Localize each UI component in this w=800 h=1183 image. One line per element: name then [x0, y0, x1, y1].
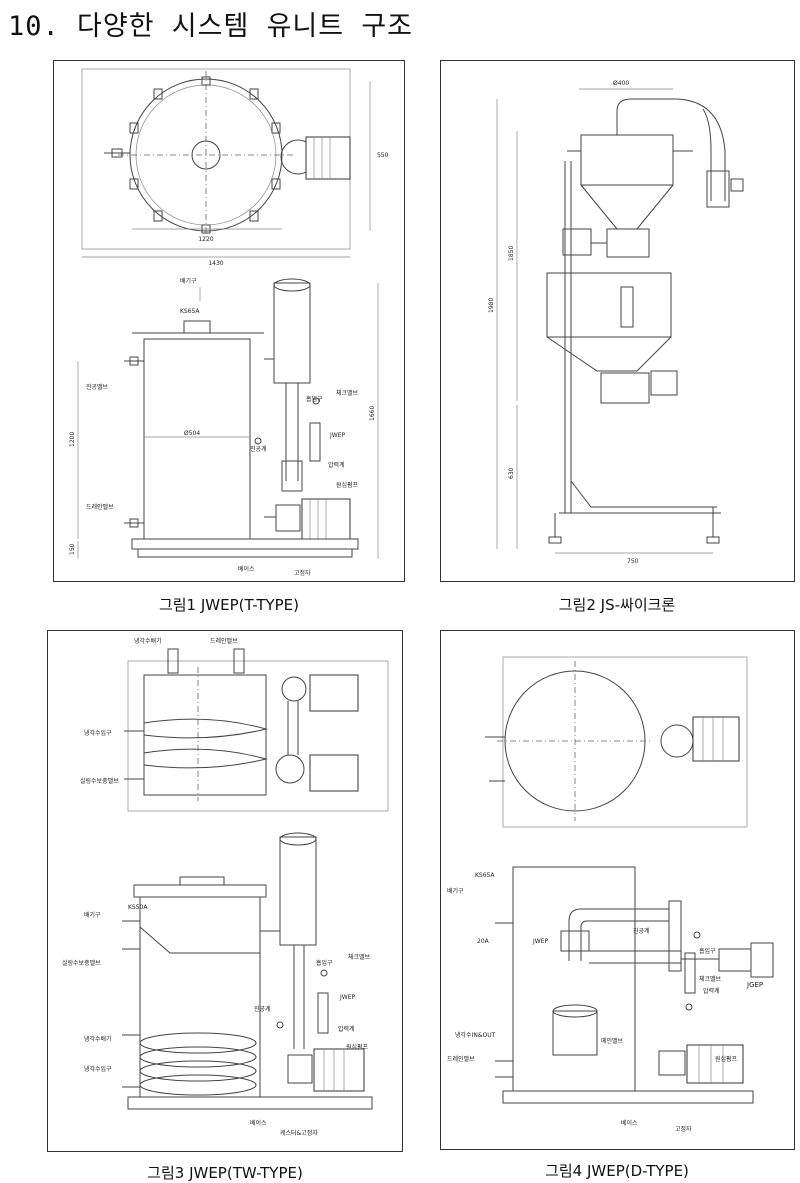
fig4-exhaust: 배기구 — [447, 887, 464, 895]
fig4-pressure-gauge: 압력계 — [703, 987, 720, 995]
figure-1-caption: 그림1 JWEP(T-TYPE) — [158, 596, 300, 614]
fig3-caster: 케스터&고정자 — [280, 1129, 318, 1137]
fig1-pressure-gauge: 압력계 — [328, 461, 345, 469]
fig3-pressure-gauge: 압력계 — [338, 1025, 355, 1033]
figure-4-drawing: 배기구 KS65A 20A JWEP 진공계 흡입구 체크밸브 압력계 JGEP… — [447, 656, 774, 1133]
fig1-vacuum-valve: 진공밸브 — [86, 383, 109, 391]
fig3-seal-valve: 실링수보충밸브 — [80, 777, 119, 785]
fig1-exhaust: 배기구 — [180, 277, 197, 285]
fig4-inlet: 흡입구 — [699, 947, 716, 955]
fig1-dim-h1: 1200 — [69, 432, 76, 447]
fig1-dim-width2: 1430 — [208, 260, 223, 267]
fig3-cool-out: 냉각수배기 — [134, 637, 162, 645]
figure-3-drawing: 냉각수배기 드레인밸브 냉각수입구 실링수보충밸브 배기구 KS50A 실링수보… — [62, 637, 389, 1137]
figure-1-panel: 1220 1430 550 KS65A 배기구 Ø504 진공밸브 드레인밸브 … — [53, 60, 405, 582]
fig4-jgep: JGEP — [746, 981, 763, 989]
fig4-drain-valve2: 메인밸브 — [601, 1037, 624, 1045]
fig4-stand: 고정자 — [675, 1125, 692, 1133]
fig3-pump: 원심펌프 — [346, 1043, 369, 1051]
fig3-base: 베이스 — [250, 1119, 267, 1127]
figure-2-drawing: Ø400 1850 1980 630 750 — [488, 80, 744, 565]
fig4-base: 베이스 — [621, 1119, 638, 1127]
fig1-dim-height-top: 550 — [377, 152, 389, 159]
fig1-drain-valve: 드레인밸브 — [86, 503, 114, 511]
fig4-drain-valve: 드레인밸브 — [447, 1055, 475, 1063]
fig1-vacuum-gauge: 진공계 — [250, 445, 267, 453]
figure-2-caption: 그림2 JS-싸이크론 — [558, 596, 676, 614]
page-title: 10. 다양한 시스템 유니트 구조 — [8, 11, 414, 42]
fig3-cool-out2: 냉각수배기 — [84, 1035, 112, 1043]
fig1-dim-width1: 1220 — [198, 236, 213, 243]
fig3-vacuum-gauge: 진공계 — [254, 1005, 271, 1013]
fig1-inlet: 흡입구 — [306, 395, 323, 403]
figure-2-panel: Ø400 1850 1980 630 750 — [440, 60, 795, 582]
fig2-dim-h2: 1980 — [488, 298, 495, 313]
figure-4-panel: 배기구 KS65A 20A JWEP 진공계 흡입구 체크밸브 압력계 JGEP… — [440, 630, 795, 1150]
fig1-base: 베이스 — [238, 565, 255, 573]
figure-3-panel: 냉각수배기 드레인밸브 냉각수입구 실링수보충밸브 배기구 KS50A 실링수보… — [47, 630, 403, 1152]
fig4-check-valve: 체크밸브 — [699, 975, 722, 983]
fig2-dim-h3: 630 — [508, 467, 515, 479]
fig1-dim-base: 150 — [69, 543, 76, 555]
fig3-jwep: JWEP — [339, 994, 355, 1001]
fig4-size: 20A — [477, 938, 490, 945]
fig3-cool-in: 냉각수입구 — [84, 729, 112, 737]
figure-4-caption: 그림4 JWEP(D-TYPE) — [545, 1162, 689, 1180]
fig3-seal-valve2: 실링수보충밸브 — [62, 959, 101, 967]
figure-1-drawing: 1220 1430 550 KS65A 배기구 Ø504 진공밸브 드레인밸브 … — [69, 68, 389, 577]
fig4-ks: KS65A — [475, 872, 495, 879]
fig2-dim-w: 750 — [627, 558, 639, 565]
fig4-cool-inout: 냉각수IN&OUT — [455, 1031, 496, 1039]
fig2-dim-dia: Ø400 — [613, 80, 629, 87]
fig3-exhaust: 배기구 — [84, 911, 101, 919]
fig4-vacuum-gauge: 진공계 — [633, 927, 650, 935]
fig1-jwep: JWEP — [329, 432, 345, 439]
fig3-check-valve: 체크밸브 — [348, 953, 371, 961]
fig3-ks: KS50A — [128, 904, 148, 911]
fig1-dim-h2: 1660 — [369, 406, 376, 421]
fig3-drain-valve: 드레인밸브 — [210, 637, 238, 645]
fig4-pump: 원심펌프 — [715, 1055, 738, 1063]
fig1-ks-top: KS65A — [180, 308, 200, 315]
fig3-inlet: 흡입구 — [316, 959, 333, 967]
fig2-dim-h1: 1850 — [508, 246, 515, 261]
figure-3-caption: 그림3 JWEP(TW-TYPE) — [147, 1164, 303, 1182]
fig1-pump: 원심펌프 — [336, 481, 359, 489]
fig1-stand: 고정자 — [294, 569, 311, 577]
fig4-jwep: JWEP — [532, 938, 548, 945]
fig1-dim-dia: Ø504 — [184, 430, 200, 437]
fig1-check-valve: 체크밸브 — [336, 389, 359, 397]
fig3-cool-in2: 냉각수입구 — [84, 1065, 112, 1073]
